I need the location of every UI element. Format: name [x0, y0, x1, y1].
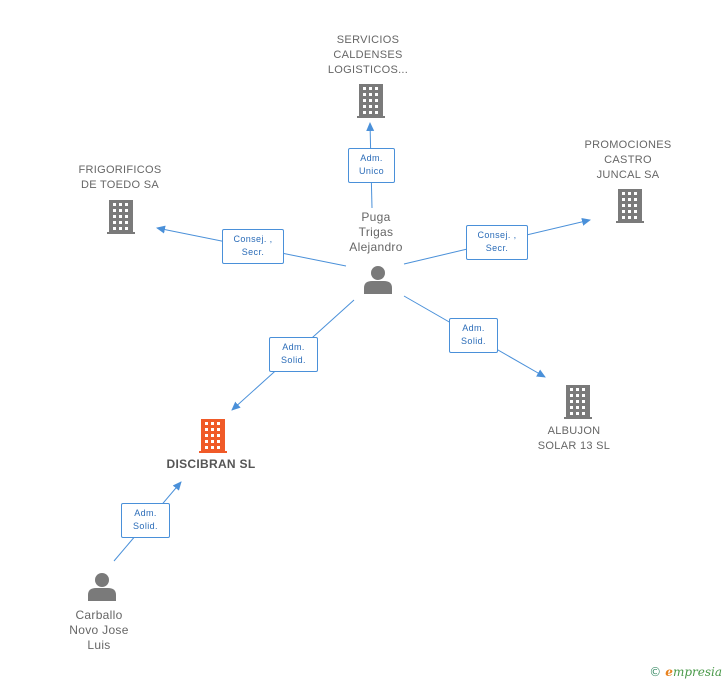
- label-line: Novo Jose: [69, 623, 129, 637]
- servicios-building-icon[interactable]: [357, 84, 385, 118]
- label-line: DISCIBRAN SL: [166, 457, 256, 471]
- label-line: Carballo: [75, 608, 123, 622]
- label-line: Trigas: [358, 225, 394, 239]
- label-line: Adm.: [360, 153, 383, 163]
- label-line: SOLAR 13 SL: [537, 440, 611, 452]
- label-line: Secr.: [241, 247, 265, 257]
- label-line: Adm.: [134, 508, 157, 518]
- label-line: CALDENSES: [333, 49, 403, 61]
- label-line: JUNCAL SA: [596, 169, 660, 181]
- label-line: Consej. ,: [477, 230, 517, 240]
- empresia-logo[interactable]: ©empresia: [649, 665, 722, 679]
- label-line: Adm.: [282, 342, 305, 352]
- label-line: Solid.: [461, 336, 486, 346]
- albujon-building-icon[interactable]: [564, 385, 592, 419]
- label-line: FRIGORIFICOS: [78, 164, 162, 176]
- edge-label-puga-albujon[interactable]: Adm. Solid.: [449, 318, 498, 353]
- label-line: Alejandro: [349, 240, 403, 254]
- node-label-discibran[interactable]: DISCIBRAN SL: [131, 457, 291, 472]
- node-label-promociones[interactable]: PROMOCIONES CASTRO JUNCAL SA: [548, 138, 708, 183]
- copyright-icon: ©: [649, 665, 662, 679]
- node-label-frigorificos[interactable]: FRIGORIFICOS DE TOEDO SA: [40, 163, 200, 193]
- discibran-building-icon[interactable]: [199, 419, 227, 453]
- label-line: ALBUJON: [547, 425, 601, 437]
- label-line: Luis: [87, 638, 111, 652]
- label-line: Solid.: [281, 355, 306, 365]
- label-line: DE TOEDO SA: [80, 179, 160, 191]
- edge-label-puga-discibran[interactable]: Adm. Solid.: [269, 337, 318, 372]
- carballo-person-icon[interactable]: [88, 573, 116, 601]
- label-line: Puga: [361, 210, 391, 224]
- brand-rest: mpresia: [672, 665, 722, 679]
- label-line: LOGISTICOS...: [327, 64, 409, 76]
- edge-label-carballo-discibran[interactable]: Adm. Solid.: [121, 503, 170, 538]
- label-line: Unico: [358, 166, 384, 176]
- label-line: Consej. ,: [233, 234, 273, 244]
- brand-initial: e: [665, 665, 673, 679]
- label-line: PROMOCIONES: [584, 139, 672, 151]
- frigorificos-building-icon[interactable]: [107, 200, 135, 234]
- node-label-servicios[interactable]: SERVICIOS CALDENSES LOGISTICOS...: [288, 33, 448, 78]
- label-line: CASTRO: [604, 154, 652, 166]
- edge-label-puga-servicios[interactable]: Adm. Unico: [348, 148, 395, 183]
- edge-label-puga-promociones[interactable]: Consej. , Secr.: [466, 225, 528, 260]
- label-line: Solid.: [133, 521, 158, 531]
- node-label-albujon[interactable]: ALBUJON SOLAR 13 SL: [494, 424, 654, 454]
- promociones-building-icon[interactable]: [616, 189, 644, 223]
- label-line: Secr.: [485, 243, 509, 253]
- label-line: SERVICIOS: [336, 34, 400, 46]
- edge-label-puga-frigorificos[interactable]: Consej. , Secr.: [222, 229, 284, 264]
- puga-person-icon[interactable]: [364, 266, 392, 294]
- label-line: Adm.: [462, 323, 485, 333]
